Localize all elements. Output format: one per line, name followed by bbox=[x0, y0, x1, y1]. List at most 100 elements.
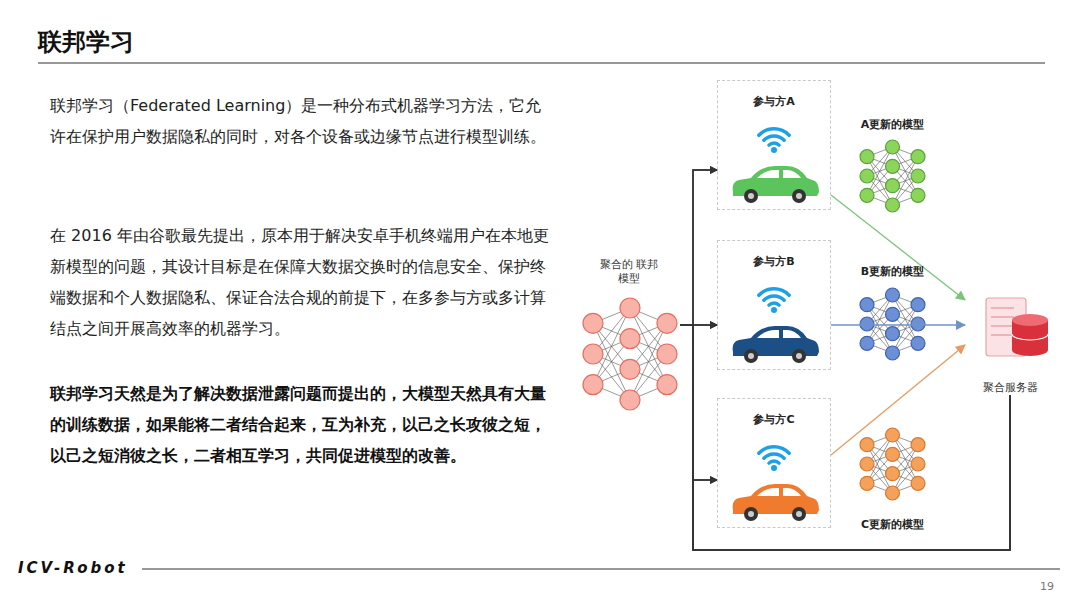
database-top bbox=[1012, 314, 1048, 326]
net-neuron bbox=[886, 447, 900, 461]
car-window bbox=[783, 488, 801, 496]
car-window bbox=[783, 170, 801, 178]
car-window bbox=[757, 488, 779, 496]
wifi-arc bbox=[764, 136, 784, 140]
net-neuron bbox=[911, 188, 925, 202]
net-neuron bbox=[886, 159, 900, 173]
neural-net-icon bbox=[583, 298, 677, 410]
net-neuron bbox=[620, 359, 640, 379]
net-neuron bbox=[886, 307, 900, 321]
emphasis-paragraph: 联邦学习天然是为了解决数据泄露问题而提出的，大模型天然具有大量的训练数据，如果能… bbox=[50, 378, 555, 471]
net-neuron bbox=[860, 298, 874, 312]
net-neuron bbox=[911, 317, 925, 331]
server-node: 聚合服务器 bbox=[965, 290, 1055, 395]
server-slot bbox=[991, 307, 1014, 309]
car-wheel bbox=[744, 507, 758, 521]
flow-arrow bbox=[693, 395, 1010, 550]
wifi-arc bbox=[764, 296, 784, 300]
node-label: 参与方A bbox=[753, 95, 795, 109]
net-neuron bbox=[860, 476, 874, 490]
net-neuron bbox=[860, 336, 874, 350]
wifi-arc bbox=[759, 129, 789, 135]
server-slot bbox=[991, 334, 1014, 336]
car-body bbox=[733, 484, 819, 514]
aggregate-model-node: 聚合的 联邦模型 bbox=[578, 258, 680, 413]
slide-title: 联邦学习 bbox=[38, 26, 134, 58]
car-hub bbox=[748, 511, 754, 517]
net-neuron bbox=[911, 336, 925, 350]
net-neuron bbox=[911, 150, 925, 164]
node-label: C更新的模型 bbox=[861, 518, 924, 532]
net-neuron bbox=[860, 150, 874, 164]
server-icon bbox=[986, 298, 1048, 356]
net-neuron bbox=[911, 298, 925, 312]
neural-net-icon bbox=[860, 288, 925, 360]
car-hub bbox=[748, 353, 754, 359]
neural-net-icon bbox=[860, 140, 925, 212]
model-node: B更新的模型 bbox=[850, 265, 935, 362]
net-neuron bbox=[860, 457, 874, 471]
net-neuron bbox=[886, 486, 900, 500]
net-neuron bbox=[886, 428, 900, 442]
wifi-icon bbox=[759, 447, 789, 471]
participant-box: 参与方A bbox=[717, 80, 831, 210]
car-wheel bbox=[792, 189, 806, 203]
car-hub bbox=[796, 353, 802, 359]
car-icon bbox=[733, 484, 819, 521]
net-neuron bbox=[886, 327, 900, 341]
model-node: A更新的模型 bbox=[850, 118, 935, 215]
server-slot bbox=[991, 325, 1014, 327]
net-neuron bbox=[860, 317, 874, 331]
wifi-arc bbox=[759, 447, 789, 453]
node-label: 聚合服务器 bbox=[983, 381, 1038, 395]
node-label: B更新的模型 bbox=[861, 265, 924, 279]
server-slot bbox=[991, 316, 1014, 318]
wifi-arc bbox=[769, 303, 779, 305]
car-window bbox=[783, 330, 801, 338]
car-hub bbox=[796, 511, 802, 517]
net-neuron bbox=[860, 169, 874, 183]
wifi-arc bbox=[769, 461, 779, 463]
car-wheel bbox=[792, 349, 806, 363]
car-hub bbox=[796, 193, 802, 199]
page-number: 19 bbox=[1040, 580, 1054, 593]
car-icon bbox=[733, 166, 819, 203]
car-window bbox=[757, 170, 779, 178]
car-window bbox=[757, 330, 779, 338]
wifi-arc bbox=[769, 143, 779, 145]
net-neuron bbox=[886, 346, 900, 360]
participant-box: 参与方C bbox=[717, 398, 831, 528]
car-body bbox=[733, 326, 819, 356]
flow-arrow bbox=[680, 325, 717, 480]
net-neuron bbox=[620, 390, 640, 410]
net-neuron bbox=[620, 329, 640, 349]
wifi-icon bbox=[759, 289, 789, 313]
wifi-icon bbox=[759, 129, 789, 153]
participant-box: 参与方B bbox=[717, 240, 831, 370]
net-neuron bbox=[583, 344, 603, 364]
node-label: 聚合的 联邦模型 bbox=[598, 258, 660, 286]
flow-arrow bbox=[693, 325, 1010, 550]
flow-arrow bbox=[831, 195, 965, 300]
car-wheel bbox=[792, 507, 806, 521]
net-neuron bbox=[886, 288, 900, 302]
net-neuron bbox=[860, 438, 874, 452]
flow-arrow bbox=[693, 170, 1010, 550]
net-neuron bbox=[886, 467, 900, 481]
net-neuron bbox=[911, 476, 925, 490]
car-icon bbox=[733, 326, 819, 363]
title-rule bbox=[38, 63, 1045, 64]
flow-arrow bbox=[831, 324, 965, 325]
wifi-arc bbox=[759, 289, 789, 295]
wifi-dot bbox=[771, 307, 777, 313]
car-wheel bbox=[744, 349, 758, 363]
net-neuron bbox=[657, 344, 677, 364]
flow-arrow bbox=[831, 345, 965, 455]
wifi-dot bbox=[771, 465, 777, 471]
net-neuron bbox=[657, 313, 677, 333]
net-neuron bbox=[860, 188, 874, 202]
node-label: A更新的模型 bbox=[861, 118, 925, 132]
wifi-dot bbox=[771, 147, 777, 153]
wifi-arc bbox=[764, 454, 784, 458]
node-label: 参与方C bbox=[753, 413, 794, 427]
